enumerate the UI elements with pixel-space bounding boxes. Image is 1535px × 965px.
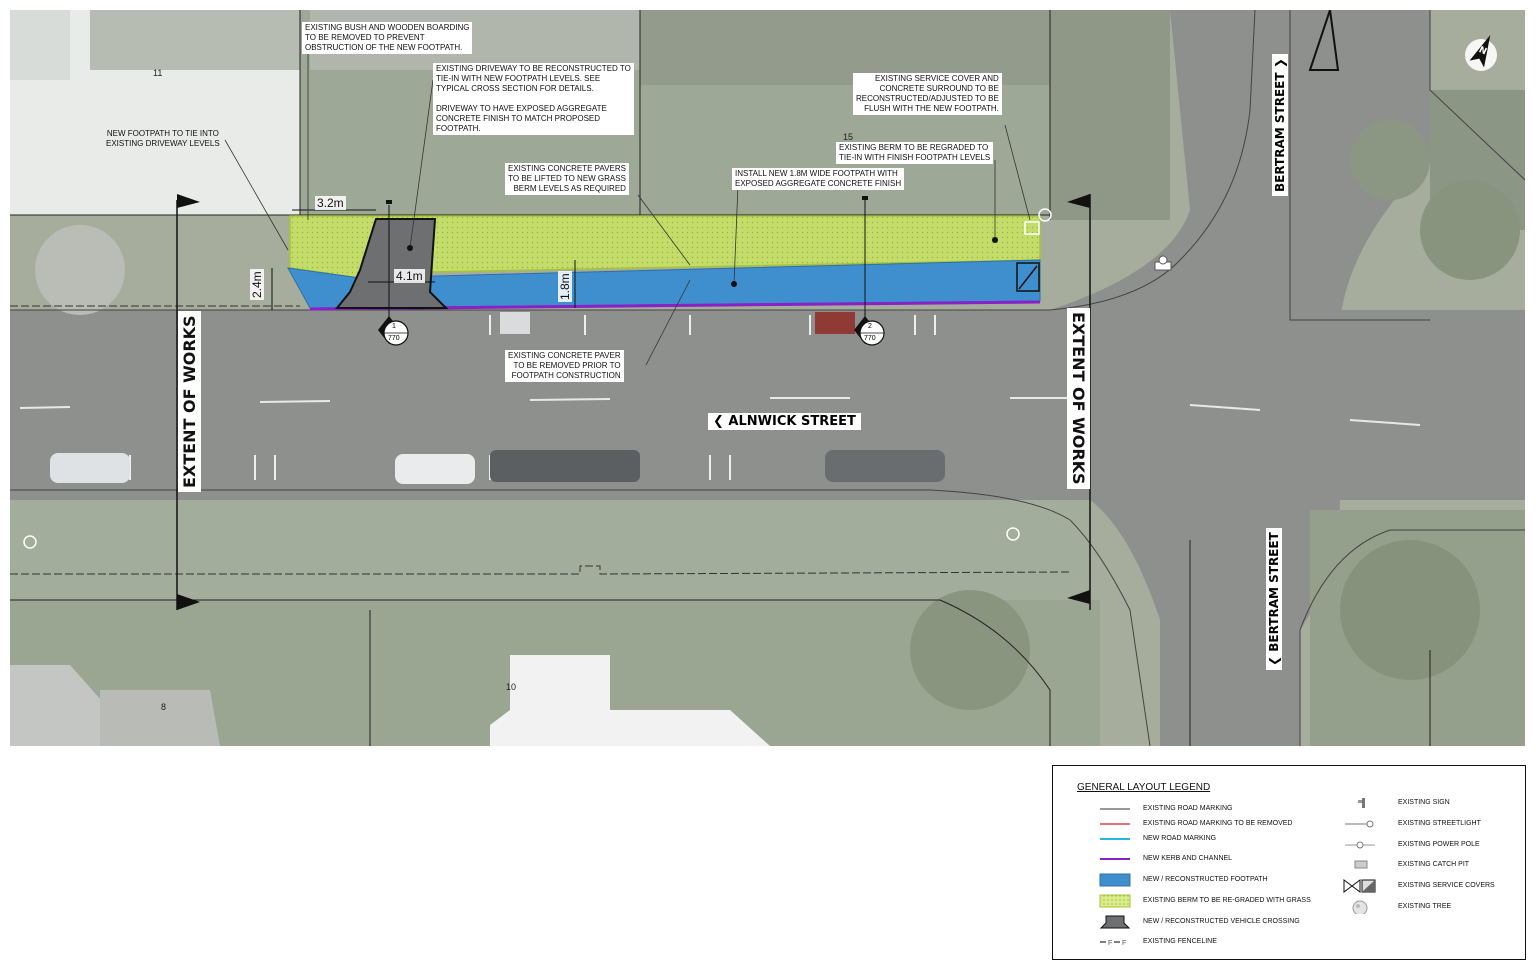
- legend-label: EXISTING FENCELINE: [1143, 938, 1217, 945]
- dimension-1-8m: 1.8m: [558, 271, 572, 302]
- svg-text:N: N: [1477, 45, 1488, 57]
- section-2-number[interactable]: 2: [868, 323, 872, 330]
- note-berm-regrade: EXISTING BERM TO BE REGRADED TO TIE-IN W…: [836, 142, 994, 164]
- note-pavers-lift: EXISTING CONCRETE PAVERS TO BE LIFTED TO…: [505, 163, 629, 195]
- legend-label: EXISTING ROAD MARKING: [1143, 805, 1233, 812]
- note-tie-in-driveway: NEW FOOTPATH TO TIE INTO EXISTING DRIVEW…: [106, 129, 220, 148]
- fence-glyph-1: F: [1108, 940, 1112, 947]
- note-bush-removal: EXISTING BUSH AND WOODEN BOARDING TO BE …: [302, 22, 473, 54]
- section-2-sheet: 770: [864, 335, 876, 342]
- section-1-sheet: 770: [388, 335, 400, 342]
- extent-of-works-right: EXTENT OF WORKS: [1067, 308, 1090, 489]
- legend-label: EXISTING CATCH PIT: [1398, 861, 1470, 868]
- service-cover-icon: [1343, 879, 1376, 893]
- section-1-number[interactable]: 1: [392, 323, 396, 330]
- lot-number-8: 8: [161, 702, 167, 712]
- site-plan-map[interactable]: N 11 15 8 10 3.2m 4.1m 2.4m 1.8m 1 770 2…: [10, 10, 1525, 746]
- legend-label: EXISTING SIGN: [1398, 799, 1450, 806]
- north-arrow-icon: N: [1465, 35, 1497, 71]
- note-install-footpath: INSTALL NEW 1.8m WIDE FOOTPATH WITH EXPO…: [732, 168, 905, 190]
- legend-label: NEW ROAD MARKING: [1143, 835, 1217, 842]
- fence-glyph-2: F: [1122, 940, 1126, 947]
- bertram-street-label-top: BERTRAM STREET ❯: [1272, 54, 1288, 196]
- tree-icon: [1352, 900, 1368, 914]
- legend-label: EXISTING SERVICE COVERS: [1398, 882, 1495, 889]
- streetlight-icon: [1345, 820, 1374, 828]
- note-paver-remove: EXISTING CONCRETE PAVER TO BE REMOVED PR…: [505, 350, 624, 382]
- dimension-4-1m: 4.1m: [394, 269, 425, 283]
- legend-label: EXISTING TREE: [1398, 903, 1452, 910]
- legend-label: NEW KERB AND CHANNEL: [1143, 855, 1233, 862]
- note-driveway-reconstruct: EXISTING DRIVEWAY TO BE RECONSTRUCTED TO…: [433, 63, 634, 135]
- general-layout-legend: GENERAL LAYOUT LEGEND EXISTING ROAD MARK…: [1052, 765, 1526, 960]
- legend-label: NEW / RECONSTRUCTED VEHICLE CROSSING: [1143, 918, 1300, 925]
- lot-number-11: 11: [153, 68, 163, 78]
- legend-label: EXISTING STREETLIGHT: [1398, 820, 1481, 827]
- dimension-3-2m: 3.2m: [315, 196, 346, 210]
- catch-pit-icon: [1354, 860, 1368, 869]
- bertram-street-label-bottom: ❮ BERTRAM STREET: [1266, 528, 1282, 670]
- bertram-street-name-top: BERTRAM STREET: [1273, 72, 1287, 192]
- lot-number-15: 15: [843, 132, 854, 142]
- legend-title: GENERAL LAYOUT LEGEND: [1077, 782, 1211, 793]
- bertram-street-name-bottom: BERTRAM STREET: [1267, 532, 1281, 652]
- alnwick-street-label: ❮ ALNWICK STREET: [708, 413, 861, 430]
- note-service-cover: EXISTING SERVICE COVER AND CONCRETE SURR…: [853, 73, 1002, 115]
- power-pole-icon: [1345, 841, 1375, 849]
- alnwick-street-name: ALNWICK STREET: [728, 414, 856, 429]
- legend-label: EXISTING POWER POLE: [1398, 841, 1480, 848]
- dimension-2-4m: 2.4m: [250, 269, 264, 300]
- lot-number-10: 10: [506, 682, 517, 692]
- legend-label: EXISTING ROAD MARKING TO BE REMOVED: [1143, 820, 1293, 827]
- legend-label: NEW / RECONSTRUCTED FOOTPATH: [1143, 876, 1268, 883]
- extent-of-works-left: EXTENT OF WORKS: [178, 311, 201, 492]
- sign-icon: [1358, 798, 1365, 808]
- legend-label: EXISTING BERM TO BE RE-GRADED WITH GRASS: [1143, 897, 1311, 904]
- aerial-base: N: [10, 10, 1525, 746]
